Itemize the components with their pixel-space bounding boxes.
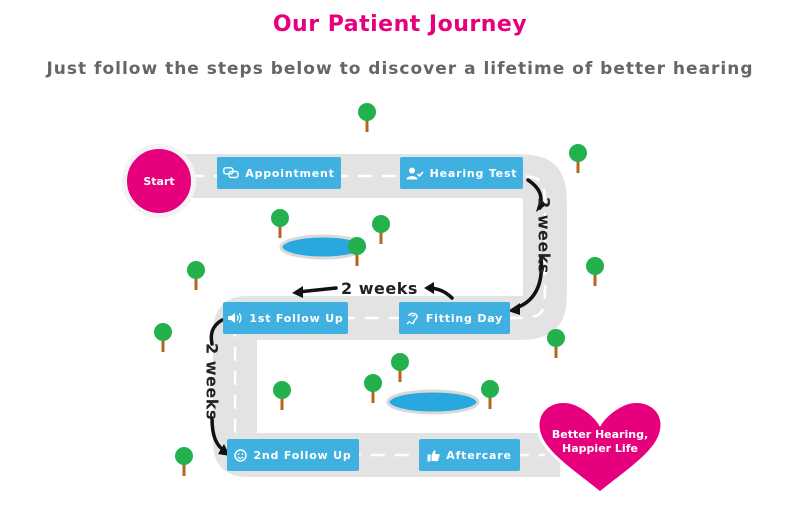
tree-icon [586, 257, 604, 275]
tree-icon [187, 261, 205, 279]
tree-icon [547, 329, 565, 347]
tree-icon [372, 215, 390, 233]
end-label-line2: Happier Life [562, 442, 638, 455]
tree-trunk [371, 389, 375, 403]
page-title: Our Patient Journey [272, 12, 528, 37]
step-appointment: Appointment [217, 157, 341, 189]
page-subtitle: Just follow the steps below to discover … [46, 59, 754, 79]
tree-icon [358, 103, 376, 121]
tree-trunk [398, 368, 402, 382]
tree-icon [154, 323, 172, 341]
speaker-icon [227, 312, 243, 324]
end-label-line1: Better Hearing, [551, 428, 649, 441]
chat-bubbles-icon [223, 167, 239, 179]
ear-icon [406, 311, 420, 325]
tree-icon [364, 374, 382, 392]
user-check-icon [406, 167, 424, 180]
tree-icon [569, 144, 587, 162]
step-label: Appointment [245, 166, 335, 180]
arrowhead [424, 282, 434, 294]
step-second-follow-up: 2nd Follow Up [227, 439, 359, 471]
tree-trunk [365, 118, 369, 132]
tree-trunk [278, 224, 282, 238]
tree-trunk [194, 276, 198, 290]
interval-label: 2 weeks [341, 279, 418, 298]
step-fitting-day: Fitting Day [399, 302, 510, 334]
step-first-follow-up: 1st Follow Up [223, 302, 348, 334]
step-hearing-test: Hearing Test [400, 157, 523, 189]
tree-trunk [182, 462, 186, 476]
tree-icon [391, 353, 409, 371]
step-label: Fitting Day [425, 311, 504, 325]
lake [386, 389, 480, 415]
tree-icon [271, 209, 289, 227]
end-label: Better Hearing, Happier Life [545, 428, 655, 456]
tree-trunk [161, 338, 165, 352]
thumbs-up-icon [427, 449, 440, 462]
interval-label: 2 weeks [202, 343, 222, 420]
tree-trunk [280, 396, 284, 410]
tree-trunk [593, 272, 597, 286]
tree-trunk [355, 252, 359, 266]
interval-label: 2 weeks [534, 197, 554, 274]
arrowhead [536, 198, 546, 212]
tree-icon [273, 381, 291, 399]
tree-trunk [554, 344, 558, 358]
step-label: Aftercare [446, 448, 512, 462]
smiley-icon [234, 448, 248, 462]
step-label: Hearing Test [429, 166, 518, 180]
tree-trunk [379, 230, 383, 244]
arrowhead [508, 303, 520, 315]
arrowhead [292, 286, 303, 298]
step-aftercare: Aftercare [419, 439, 520, 471]
tree-icon [175, 447, 193, 465]
step-label: 2nd Follow Up [253, 448, 352, 462]
tree-icon [481, 380, 499, 398]
tree-group [154, 103, 604, 476]
start-circle: Start [122, 144, 196, 218]
step-label: 1st Follow Up [249, 311, 344, 325]
heart-shape [536, 400, 664, 495]
tree-icon [348, 237, 366, 255]
tree-trunk [576, 159, 580, 173]
tree-trunk [488, 395, 492, 409]
